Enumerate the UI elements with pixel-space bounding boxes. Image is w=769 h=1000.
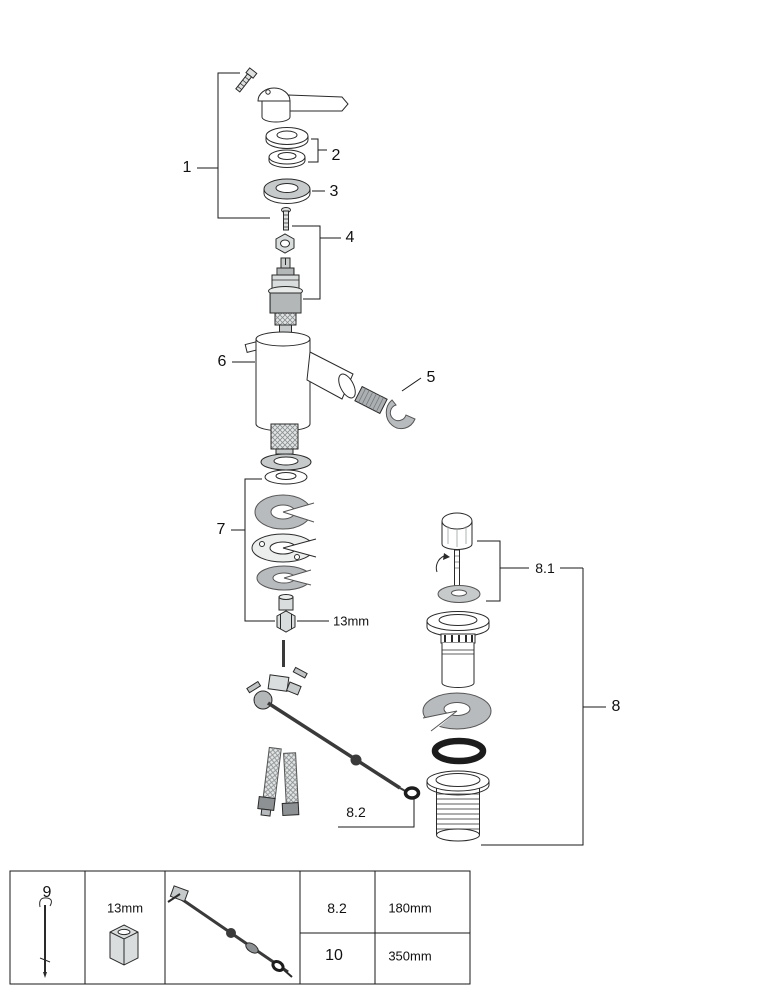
drain-seal-wedge [421,692,492,733]
ceramic-cartridge [268,257,303,335]
leader-4 [292,225,341,300]
legend-nut-size: 13mm [106,900,144,916]
callout-label-8-1: 8.1 [535,560,555,576]
callout-label-2: 2 [331,147,341,164]
aerator-key [385,399,416,430]
callout-label-5: 5 [426,369,436,386]
pop-up-base-ring [437,585,481,603]
legend-table-grid [9,870,471,985]
pivot-rod [267,701,421,800]
leader-5 [401,377,422,392]
callout-label-1: 1 [182,159,192,176]
washer-stack [260,453,312,485]
legend-row-1-ref: 10 [325,947,343,964]
threaded-collar-ring [263,178,311,204]
cartridge-screw [281,207,291,231]
callout-label-3: 3 [329,183,339,200]
mounting-shank [270,423,299,455]
dome-cap-ring [265,127,309,149]
legend-row-1-length: 350mm [388,948,432,964]
horseshoe-gasket [254,494,316,530]
lift-rod [282,640,285,667]
o-ring [431,737,487,765]
pivot-clamp [246,666,308,710]
leader-2 [308,138,327,163]
leader-1 [197,72,270,219]
drain-tailpiece [426,770,490,842]
tool-rod [39,897,52,978]
callout-label-4: 4 [345,229,355,246]
mounting-stub [278,594,294,611]
callout-leader-lines [197,72,606,846]
tool-linkage-rod [167,885,293,978]
leader-7 [231,478,275,622]
callout-label-6: 6 [217,353,227,370]
cartridge-nut [275,233,295,254]
seal-ring [268,149,306,168]
aerator-insert [354,385,388,415]
mounting-nut-13mm [276,610,296,633]
callout-label-8-2: 8.2 [346,804,366,820]
horseshoe-washer [256,565,313,591]
callout-label-13mm: 13mm [333,613,370,629]
mounting-plate [251,533,318,563]
leader-8-2 [338,799,415,828]
legend-row-0-length: 180mm [388,900,432,916]
callout-label-7: 7 [216,521,226,538]
faucet-body [244,331,356,432]
callout-label-8: 8 [611,698,621,715]
leader-8-1 [477,540,583,602]
legend-row-0-ref: 8.2 [327,900,347,916]
drain-flange [426,611,490,688]
lever-handle [257,87,349,123]
supply-hoses [257,746,300,817]
pop-up-knob [435,512,473,588]
legend-tool-ref: 9 [42,884,52,901]
tool-nut-13mm [109,924,139,966]
handle-screw [235,67,258,93]
leader-8 [481,568,606,846]
